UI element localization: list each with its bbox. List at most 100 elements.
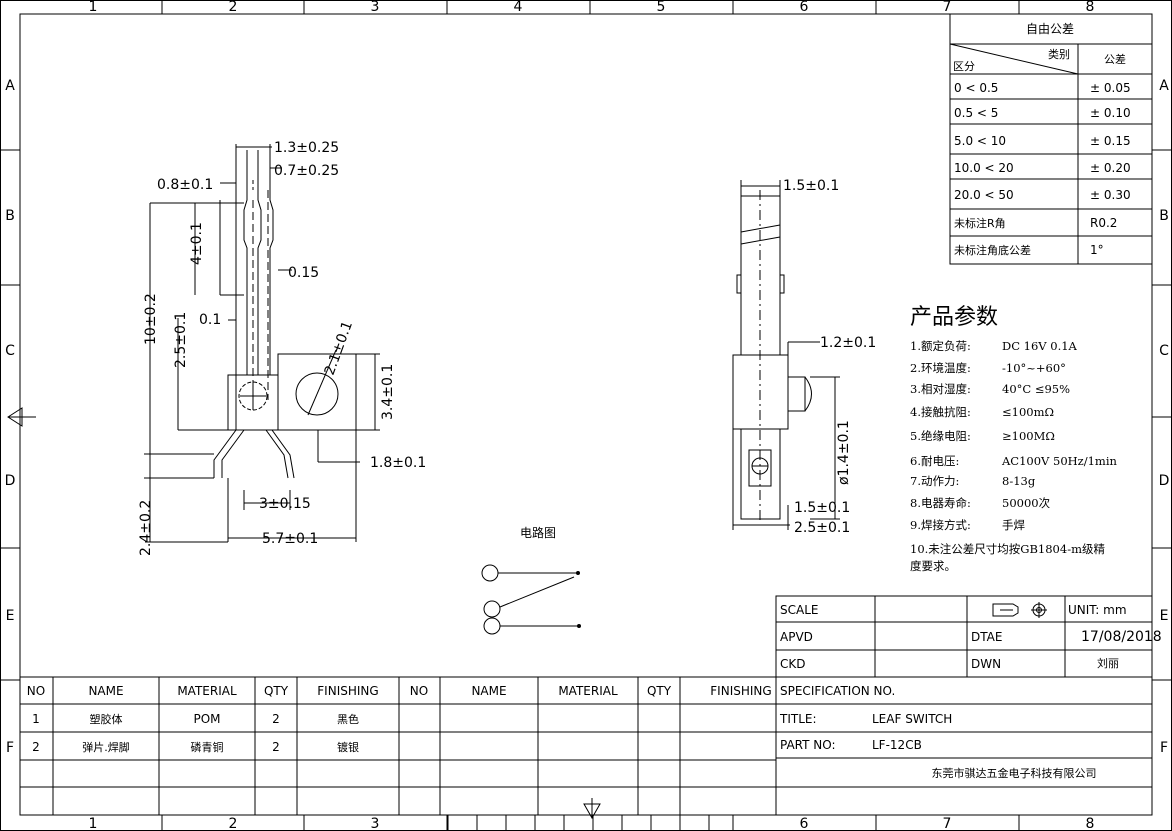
bom-header: NO bbox=[27, 684, 45, 698]
params-title: 产品参数 bbox=[910, 305, 998, 330]
param-label: 4.接触抗阻: bbox=[910, 405, 971, 419]
dwn-label: DWN bbox=[971, 657, 1001, 671]
product-parameters: 产品参数 1.额定负荷: DC 16V 0.1A 2.环境温度: -10°~+6… bbox=[910, 305, 1118, 573]
circuit-label: 电路图 bbox=[520, 525, 556, 540]
scale-symbol bbox=[992, 602, 1047, 618]
dimension-label: 10±0.2 bbox=[143, 293, 159, 345]
dimension-label: 0.7±0.25 bbox=[274, 163, 339, 179]
dimension-label: 2.4±0.2 bbox=[138, 500, 154, 556]
bom-header: MATERIAL bbox=[558, 684, 618, 698]
param-label: 2.环境温度: bbox=[910, 361, 971, 375]
dimension-label: 3±0.15 bbox=[259, 496, 311, 512]
dimension-label: 1.3±0.25 bbox=[274, 140, 339, 156]
col-label: 3 bbox=[371, 816, 380, 831]
part-value: LF-12CB bbox=[872, 738, 922, 752]
title-block: SCALE UNIT: mm APVD DTAE 17/08/2018 CKD … bbox=[775, 595, 1162, 816]
dimension-label: 0.8±0.1 bbox=[157, 177, 213, 193]
row-label: D bbox=[5, 473, 16, 489]
title-label: TITLE: bbox=[779, 712, 817, 726]
bom-cell: 2 bbox=[272, 712, 280, 726]
date-label: DTAE bbox=[971, 630, 1002, 644]
col-label: 3 bbox=[371, 0, 380, 15]
row-label: F bbox=[6, 740, 14, 756]
tolerance-header: 公差 bbox=[1104, 52, 1126, 66]
col-label: 7 bbox=[943, 0, 952, 15]
param-value: 手焊 bbox=[1002, 518, 1025, 532]
param-label: 6.耐电压: bbox=[910, 454, 959, 468]
row-label: A bbox=[5, 78, 15, 94]
col-label: 2 bbox=[229, 816, 238, 831]
row-label: C bbox=[1159, 343, 1169, 359]
dimension-label: 1.5±0.1 bbox=[794, 500, 850, 516]
bom-header: NO bbox=[410, 684, 428, 698]
bom-header: NAME bbox=[471, 684, 506, 698]
param-label: 5.绝缘电阻: bbox=[910, 429, 971, 443]
param-value: 8-13g bbox=[1002, 474, 1036, 488]
col-label: 5 bbox=[657, 0, 666, 15]
dimension-label: 0.1 bbox=[199, 312, 221, 328]
tolerance-value: ± 0.30 bbox=[1090, 188, 1131, 202]
dimension-label: 2.5±0.1 bbox=[794, 520, 850, 536]
spec-label: SPECIFICATION NO. bbox=[780, 684, 895, 698]
dimension-label: 5.7±0.1 bbox=[262, 531, 318, 547]
col-label: 4 bbox=[514, 0, 523, 15]
tolerance-value: ± 0.20 bbox=[1090, 161, 1131, 175]
dimension-label: 1.8±0.1 bbox=[370, 455, 426, 471]
bom-cell: 塑胶体 bbox=[90, 712, 123, 726]
dimension-label: 1.2±0.1 bbox=[820, 335, 876, 351]
row-label: F bbox=[1160, 740, 1168, 756]
tolerance-value: ± 0.10 bbox=[1090, 106, 1131, 120]
col-label: 7 bbox=[943, 816, 952, 831]
tolerance-range: 未标注R角 bbox=[954, 216, 1006, 230]
dimension-label: 4±0.1 bbox=[189, 222, 205, 265]
col-label: 6 bbox=[800, 0, 809, 15]
tolerance-range: 10.0 < 20 bbox=[954, 161, 1014, 175]
tolerance-value: ± 0.05 bbox=[1090, 81, 1131, 95]
col-label: 1 bbox=[89, 816, 98, 831]
tolerance-title: 自由公差 bbox=[1026, 22, 1074, 36]
bom-header: NAME bbox=[88, 684, 123, 698]
param-label: 3.相对湿度: bbox=[910, 382, 971, 396]
bom-cell: 2 bbox=[32, 740, 40, 754]
row-label: D bbox=[1159, 473, 1170, 489]
part-label: PART NO: bbox=[780, 738, 836, 752]
bom-cell: 黑色 bbox=[337, 712, 359, 726]
col-label: 8 bbox=[1086, 816, 1095, 831]
dimension-label: 0.15 bbox=[288, 265, 319, 281]
tolerance-category-header: 类别 bbox=[1048, 47, 1070, 61]
col-label: 1 bbox=[89, 0, 98, 15]
scale-label: SCALE bbox=[780, 603, 818, 617]
bom-cell: 1 bbox=[32, 712, 40, 726]
row-label: A bbox=[1159, 78, 1169, 94]
tolerance-table: 自由公差 类别 区分 公差 0 < 0.5 ± 0.05 0.5 < 5 ± 0… bbox=[949, 13, 1153, 265]
bom-header: QTY bbox=[264, 684, 289, 698]
param-note: 度要求。 bbox=[910, 559, 956, 573]
date-value: 17/08/2018 bbox=[1081, 629, 1162, 645]
dimension-label: 3.4±0.1 bbox=[380, 364, 396, 420]
dimension-label: 2.5±0.1 bbox=[173, 312, 189, 368]
col-label: 2 bbox=[229, 0, 238, 15]
param-label: 9.焊接方式: bbox=[910, 518, 971, 532]
param-value: 40°C ≤95% bbox=[1002, 382, 1070, 396]
tolerance-range: 未标注角底公差 bbox=[954, 243, 1031, 257]
bom-cell: 镀银 bbox=[337, 740, 359, 754]
param-value: ≥100MΩ bbox=[1002, 429, 1055, 443]
ckd-label: CKD bbox=[780, 657, 806, 671]
bom-header: QTY bbox=[647, 684, 672, 698]
tolerance-range: 0.5 < 5 bbox=[954, 106, 998, 120]
param-note: 10.未注公差尺寸均按GB1804-m级精 bbox=[910, 542, 1105, 556]
company-name: 东莞市骐达五金电子科技有限公司 bbox=[932, 766, 1097, 780]
dimension-label: 2.1±0.1 bbox=[322, 319, 356, 377]
bom-table: NO NAME MATERIAL QTY FINISHING NO NAME M… bbox=[20, 676, 776, 815]
row-label: B bbox=[1159, 208, 1169, 224]
param-label: 1.额定负荷: bbox=[910, 339, 971, 353]
bom-cell: 弹片.焊脚 bbox=[82, 740, 130, 754]
tolerance-value: R0.2 bbox=[1090, 216, 1117, 230]
circuit-diagram bbox=[481, 564, 581, 635]
bom-header: FINISHING bbox=[710, 684, 771, 698]
tolerance-range: 0 < 0.5 bbox=[954, 81, 998, 95]
bom-header: MATERIAL bbox=[177, 684, 237, 698]
tolerance-range: 20.0 < 50 bbox=[954, 188, 1014, 202]
param-value: -10°~+60° bbox=[1002, 361, 1066, 375]
